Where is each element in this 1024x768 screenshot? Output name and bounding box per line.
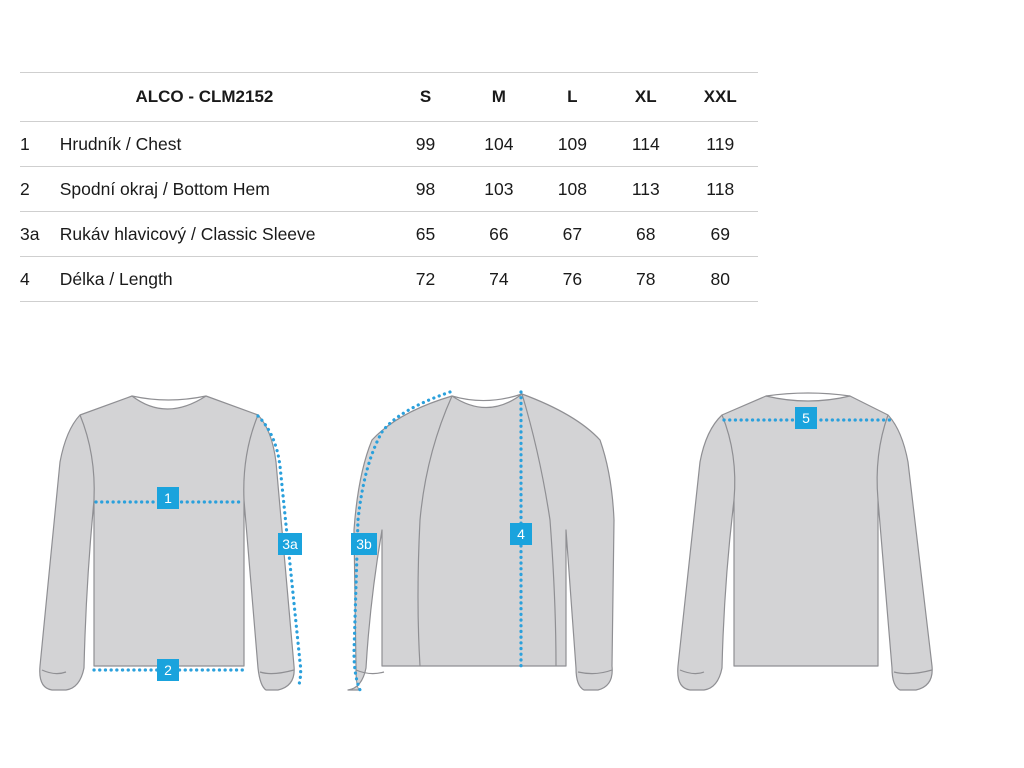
table-header-row: ALCO - CLM2152 S M L XL XXL bbox=[20, 72, 758, 122]
row-value: 65 bbox=[415, 223, 436, 244]
row-value: 98 bbox=[415, 178, 436, 199]
row-value: 78 bbox=[636, 268, 656, 289]
size-header: XL bbox=[634, 87, 657, 106]
row-value: 108 bbox=[557, 178, 587, 199]
classic-sleeve-measure-line bbox=[256, 414, 303, 690]
hem-marker: 2 bbox=[157, 659, 179, 681]
row-id: 2 bbox=[20, 178, 30, 199]
row-value: 114 bbox=[631, 133, 660, 154]
row-value: 80 bbox=[710, 268, 730, 289]
row-value: 109 bbox=[557, 133, 587, 154]
row-value: 74 bbox=[489, 268, 509, 289]
length-marker: 4 bbox=[510, 523, 532, 545]
row-value: 99 bbox=[415, 133, 436, 154]
raglan-sleeve-marker: 3b bbox=[351, 533, 377, 555]
row-value: 113 bbox=[631, 178, 660, 199]
row-label: Délka / Length bbox=[59, 268, 173, 289]
raglan-neckline bbox=[451, 393, 523, 402]
product-title: ALCO - CLM2152 bbox=[135, 87, 274, 106]
row-value: 68 bbox=[636, 223, 656, 244]
neckline bbox=[131, 395, 207, 401]
chest-marker: 1 bbox=[157, 487, 179, 509]
table-row: 2 Spodní okraj / Bottom Hem 98 103 108 1… bbox=[20, 166, 758, 212]
row-label: Spodní okraj / Bottom Hem bbox=[59, 178, 270, 199]
row-value: 119 bbox=[706, 133, 735, 154]
raglan-sleeve-measure-line bbox=[352, 390, 452, 692]
size-table: ALCO - CLM2152 S M L XL XXL 1 Hrudník / … bbox=[20, 72, 758, 302]
size-header: XXL bbox=[703, 87, 737, 106]
hem-marker-label: 2 bbox=[164, 662, 172, 678]
left-armhole-seam bbox=[79, 414, 95, 501]
row-value: 67 bbox=[562, 223, 583, 244]
raglan-sleeve-marker-label: 3b bbox=[356, 536, 372, 552]
length-marker-label: 4 bbox=[517, 526, 525, 542]
raglan-right-cuff bbox=[577, 669, 613, 675]
shoulder-marker-label: 5 bbox=[802, 410, 810, 426]
row-value: 69 bbox=[710, 223, 730, 244]
back-left-armhole bbox=[721, 414, 736, 501]
row-value: 118 bbox=[706, 178, 735, 199]
right-cuff-seam bbox=[259, 669, 295, 675]
row-value: 103 bbox=[484, 178, 514, 199]
row-value: 104 bbox=[484, 133, 514, 154]
shirt-raglan-outline bbox=[347, 393, 615, 691]
shirt-front-outline bbox=[39, 395, 295, 691]
back-left-cuff bbox=[679, 669, 705, 675]
size-header: M bbox=[491, 87, 506, 106]
row-id: 1 bbox=[20, 133, 30, 154]
left-cuff-seam bbox=[41, 669, 67, 675]
chest-marker-label: 1 bbox=[164, 490, 172, 506]
row-id: 4 bbox=[20, 268, 30, 289]
right-armhole-seam bbox=[243, 414, 259, 501]
back-right-armhole bbox=[876, 414, 889, 501]
shirt-back-outline bbox=[677, 395, 933, 691]
back-right-cuff bbox=[893, 669, 933, 675]
row-value: 72 bbox=[415, 268, 436, 289]
shirt-back: 5 bbox=[677, 392, 933, 691]
row-value: 76 bbox=[562, 268, 583, 289]
row-label: Rukáv hlavicový / Classic Sleeve bbox=[59, 223, 316, 244]
size-header: L bbox=[567, 87, 578, 106]
back-neckline bbox=[765, 392, 851, 397]
measurement-diagram: 1 2 3a 3b 4 bbox=[39, 390, 933, 692]
shoulder-marker: 5 bbox=[795, 407, 817, 429]
row-label: Hrudník / Chest bbox=[59, 133, 182, 154]
classic-sleeve-marker: 3a bbox=[278, 533, 302, 555]
raglan-left-seam bbox=[417, 395, 453, 667]
raglan-right-seam bbox=[521, 393, 557, 667]
classic-sleeve-marker-label: 3a bbox=[282, 536, 298, 552]
row-id: 3a bbox=[20, 223, 40, 244]
table-row: 3a Rukáv hlavicový / Classic Sleeve 65 6… bbox=[20, 211, 758, 257]
raglan-left-cuff bbox=[355, 669, 385, 675]
size-header: S bbox=[419, 87, 432, 106]
shirt-front-classic: 1 2 3a bbox=[39, 395, 303, 691]
shirt-front-raglan: 3b 4 bbox=[347, 390, 615, 692]
table-row: 4 Délka / Length 72 74 76 78 80 bbox=[20, 256, 758, 302]
table-row: 1 Hrudník / Chest 99 104 109 114 119 bbox=[20, 121, 758, 167]
row-value: 66 bbox=[489, 223, 509, 244]
